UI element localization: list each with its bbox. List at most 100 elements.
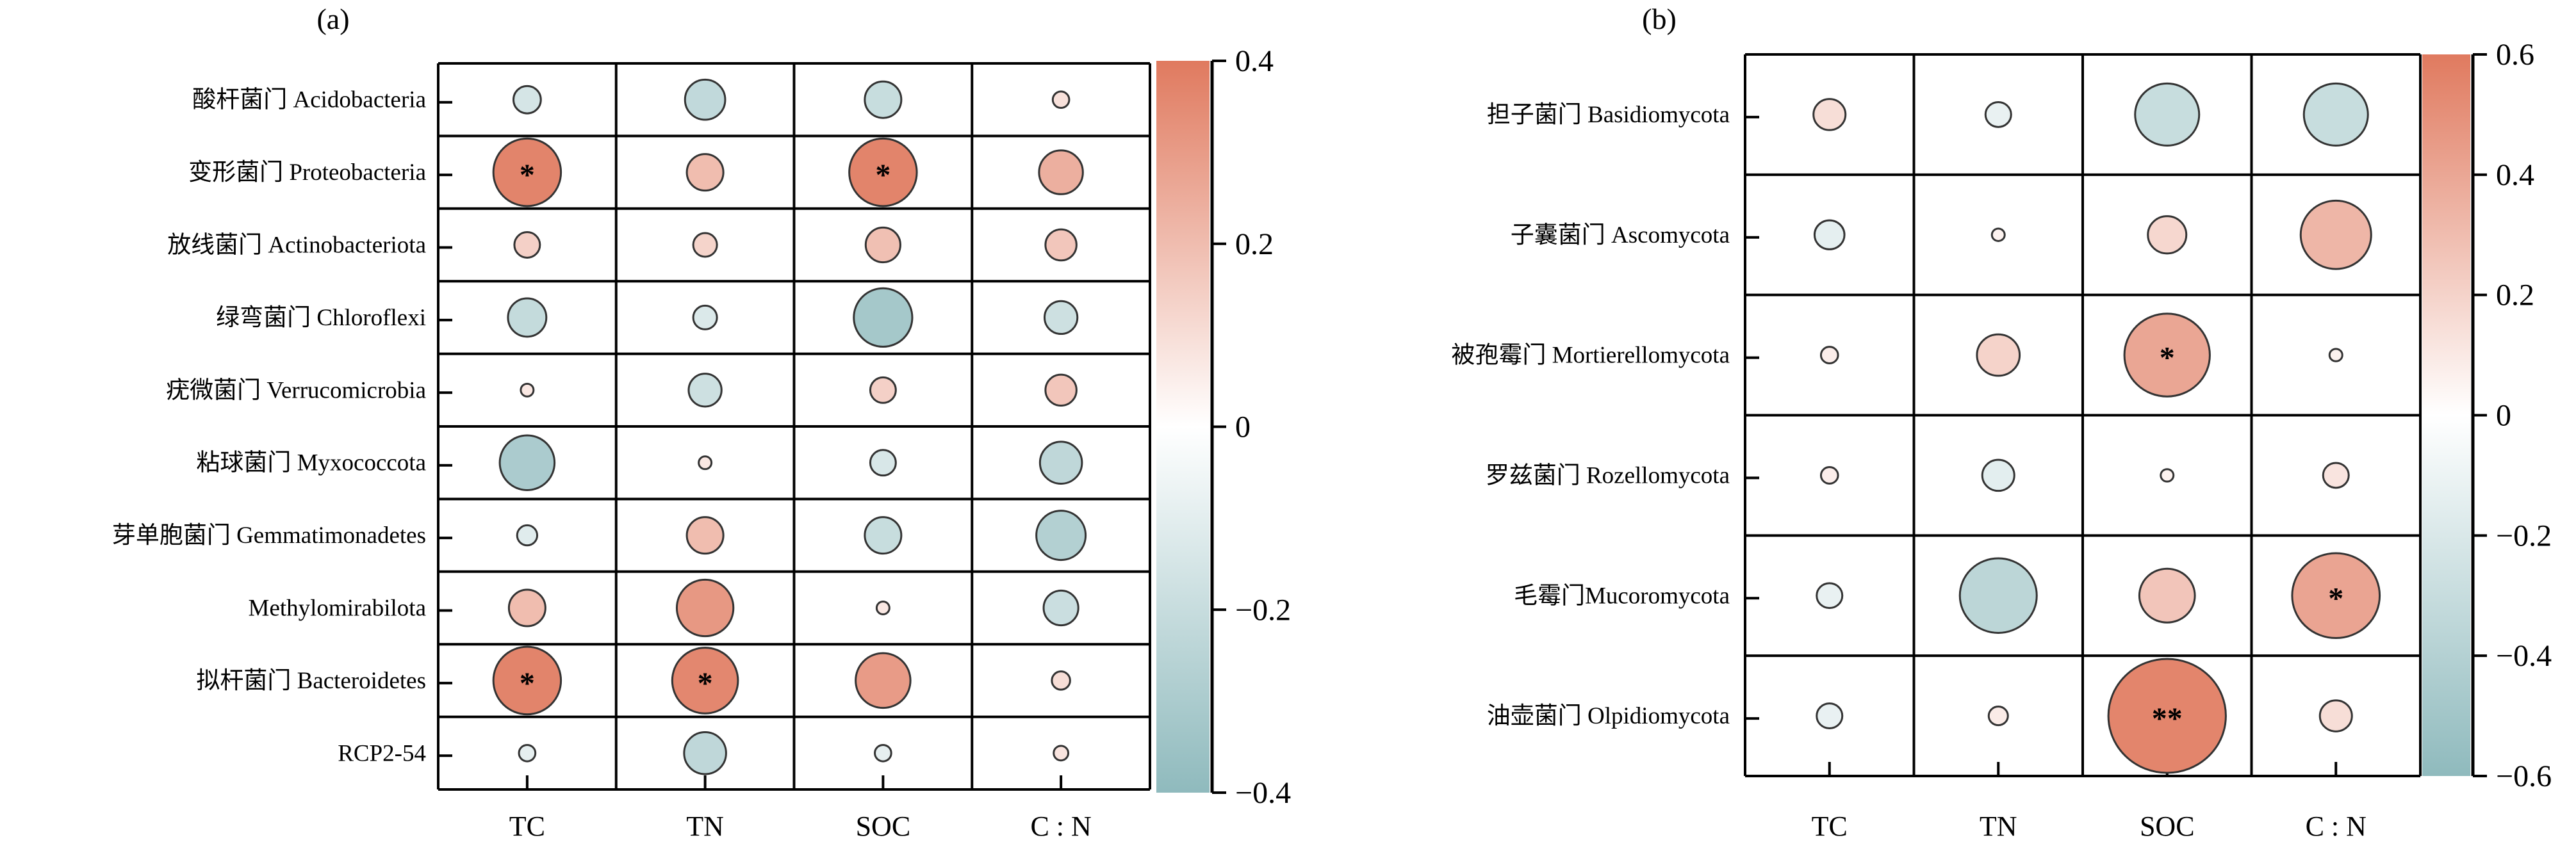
significance-mark: * [520, 158, 535, 192]
correlation-bubble [492, 137, 562, 207]
column-label: C : N [2306, 811, 2367, 842]
correlation-bubble [1051, 670, 1071, 691]
correlation-bubble [516, 524, 539, 547]
correlation-bubble [874, 743, 892, 763]
correlation-bubble [513, 85, 542, 115]
correlation-bubble [1987, 706, 2009, 727]
colorbar-tick-label: 0.4 [1235, 44, 1274, 78]
correlation-bubble [1976, 333, 2021, 377]
correlation-bubble [1053, 745, 1070, 762]
correlation-bubble [675, 578, 735, 638]
correlation-bubble [518, 743, 537, 763]
correlation-bubble [1812, 98, 1847, 131]
correlation-bubble [2328, 348, 2343, 362]
row-label: 疣微菌门 Verrucomicrobia [166, 376, 426, 403]
correlation-bubble [2322, 462, 2350, 489]
correlation-bubble [692, 232, 718, 258]
colorbar [2422, 54, 2470, 776]
correlation-bubble [1044, 373, 1078, 407]
correlation-bubble [507, 588, 546, 627]
correlation-bubble [1981, 458, 2015, 492]
correlation-bubble [498, 434, 556, 491]
correlation-bubble [683, 731, 727, 775]
correlation-bubble [864, 516, 903, 555]
row-label: 放线菌门 Actinobacteriota [167, 232, 426, 259]
correlation-bubble [1819, 465, 1839, 485]
panel-label: (a) [316, 3, 349, 35]
correlation-bubble [1813, 219, 1846, 250]
colorbar-tick-label: −0.4 [1235, 776, 1291, 810]
column-label: SOC [2140, 811, 2195, 842]
correlation-bubble [1038, 441, 1083, 485]
correlation-bubble [848, 137, 918, 207]
correlation-bubble [864, 80, 903, 119]
correlation-bubble [2302, 82, 2369, 147]
column-label: TC [1812, 811, 1848, 842]
row-label: 被孢霉门 Mortierellomycota [1451, 342, 1730, 369]
colorbar-tick-label: 0.4 [2496, 158, 2534, 192]
row-label: 拟杆菌门 Bacteroidetes [196, 667, 426, 694]
correlation-bubble [1819, 346, 1839, 365]
significance-mark: * [875, 158, 890, 192]
row-label: 芽单胞菌门 Gemmatimonadetes [112, 522, 426, 549]
correlation-bubble [2123, 312, 2211, 398]
panel-a: (a) 酸杆菌门 Acidobacteria 变形菌门 Proteobacteria… [112, 3, 1291, 842]
correlation-bubble [692, 304, 718, 330]
correlation-bubble [864, 226, 901, 264]
correlation-bubble [1990, 227, 2006, 242]
column-label: TN [1980, 811, 2017, 842]
correlation-bubble [2107, 658, 2227, 774]
row-label: RCP2-54 [338, 740, 426, 766]
correlation-bubble [671, 647, 739, 715]
correlation-bubble [2291, 552, 2381, 640]
correlation-bubble [1958, 557, 2038, 634]
row-label: Methylomirabilota [249, 595, 426, 622]
correlation-bubble [869, 376, 897, 404]
column-label: SOC [856, 811, 911, 842]
significance-mark: * [2160, 341, 2175, 375]
colorbar [1156, 61, 1210, 793]
correlation-bubble [684, 78, 726, 121]
row-label: 担子菌门 Basidiomycota [1487, 101, 1730, 128]
correlation-bubble [507, 297, 548, 338]
correlation-bubble [2299, 199, 2372, 270]
correlation-bubble [687, 373, 723, 408]
correlation-bubble [1042, 589, 1079, 627]
colorbar-tick-label: 0.2 [2496, 279, 2534, 312]
correlation-bubble [698, 455, 713, 471]
row-label: 酸杆菌门 Acidobacteria [192, 86, 426, 113]
correlation-bubble [1816, 582, 1844, 610]
correlation-bubble [492, 645, 562, 716]
colorbar-tick-label: 0.6 [2496, 38, 2534, 72]
correlation-bubble [2134, 82, 2201, 147]
correlation-bubble [685, 516, 725, 555]
column-label: TN [686, 811, 724, 842]
significance-mark: * [2328, 581, 2343, 615]
row-label: 绿弯菌门 Chloroflexi [216, 304, 426, 331]
colorbar-tick-label: −0.2 [1235, 593, 1291, 627]
correlation-bubble [1984, 101, 2012, 128]
correlation-bubble [1035, 510, 1087, 562]
correlation-bubble [520, 382, 535, 398]
colorbar-tick-label: −0.4 [2496, 639, 2552, 673]
row-label: 油壶菌门 Olpidiomycota [1487, 702, 1730, 729]
row-label: 变形菌门 Proteobacteria [188, 159, 426, 186]
correlation-bubble [1038, 149, 1084, 195]
row-label: 罗兹菌门 Rozellomycota [1486, 462, 1730, 489]
correlation-bubble [875, 601, 890, 615]
column-label: TC [509, 811, 545, 842]
row-label: 毛霉门Mucoromycota [1514, 582, 1730, 609]
row-label: 子囊菌门 Ascomycota [1511, 222, 1730, 248]
correlation-bubble [2138, 567, 2196, 624]
correlation-bubble [1816, 702, 1844, 729]
correlation-bubble [869, 449, 897, 477]
correlation-bubble [1043, 300, 1079, 336]
correlation-bubble [1044, 228, 1078, 262]
correlation-bubble [685, 153, 725, 192]
colorbar-tick-label: 0 [1235, 410, 1251, 444]
correlation-bubble [1051, 90, 1071, 109]
correlation-bubble [855, 652, 912, 709]
